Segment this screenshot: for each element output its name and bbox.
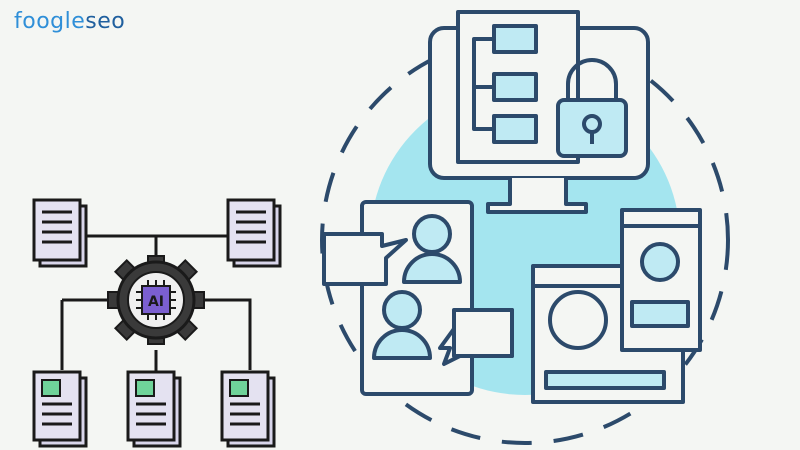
brand-logo: foogle seo — [14, 6, 125, 36]
profile-windows-icon — [531, 208, 702, 404]
ai-chip-icon: AI — [136, 280, 176, 320]
profile-card-icon-left — [32, 370, 88, 448]
phone-chat-icon — [322, 200, 514, 396]
logo-text-foogle: foogle — [14, 8, 86, 34]
profile-card-icon-middle — [126, 370, 182, 448]
devices-illustration — [320, 10, 730, 445]
logo-text-seo: seo — [85, 8, 126, 34]
monitor-icon — [428, 10, 650, 214]
document-icon-top-right — [226, 198, 282, 268]
lock-icon — [556, 58, 628, 158]
document-icon-top-left — [32, 198, 88, 268]
profile-card-icon-right — [220, 370, 276, 448]
ai-chip-label: AI — [148, 294, 164, 310]
